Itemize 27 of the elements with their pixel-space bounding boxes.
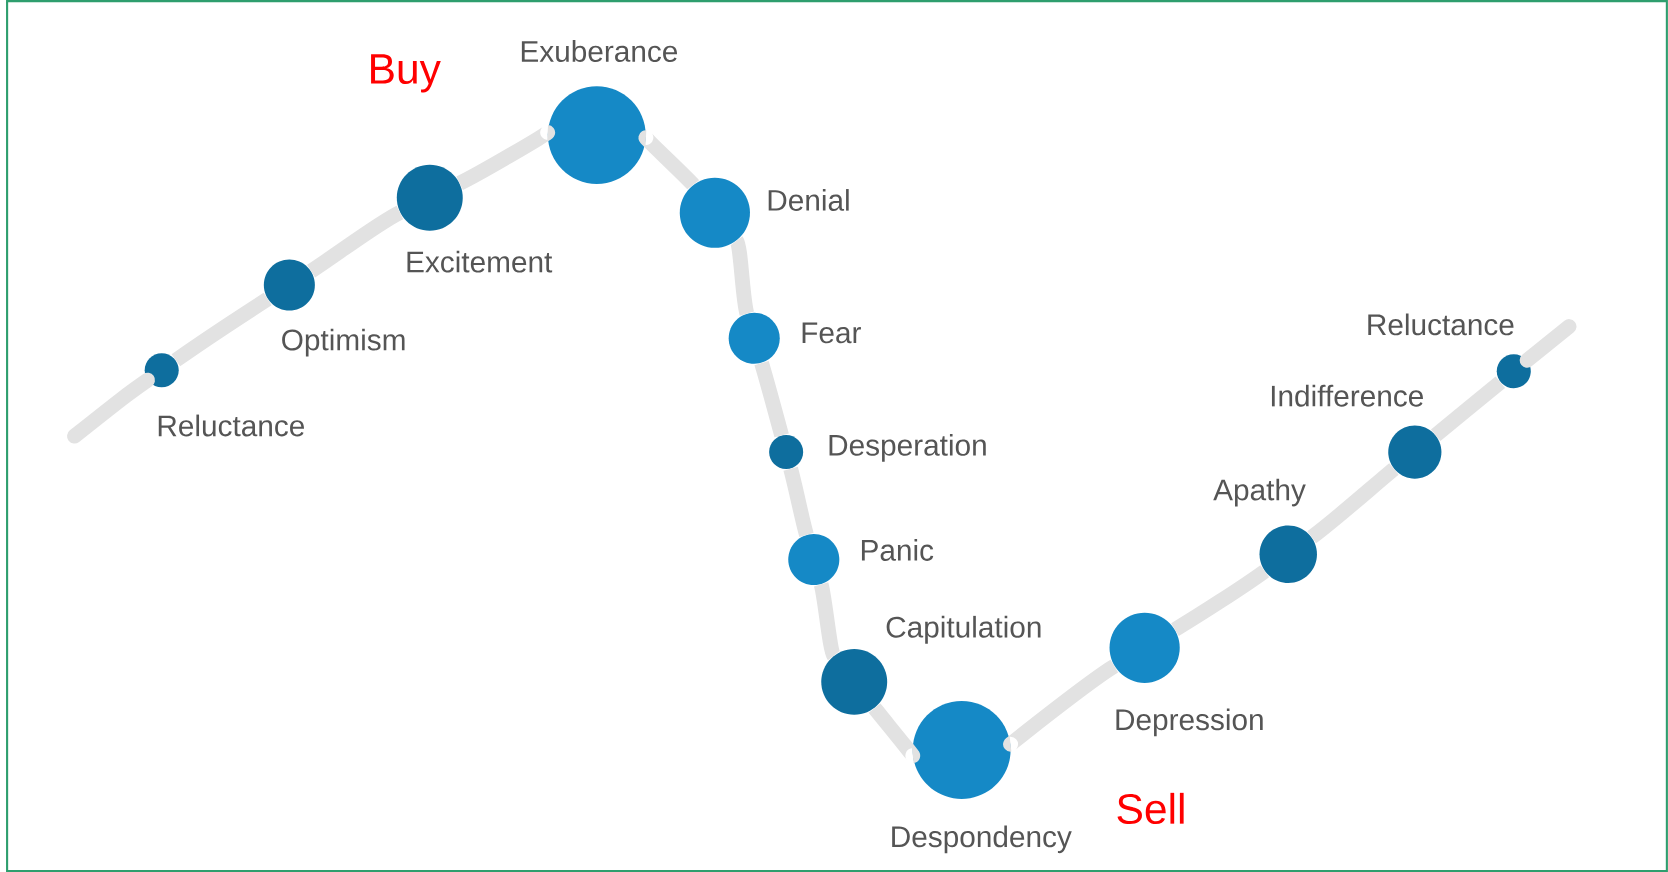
action-label: Sell — [1117, 792, 1184, 824]
track-line — [813, 582, 841, 659]
track-line — [783, 466, 814, 537]
track-line — [306, 205, 404, 278]
stage-label: Despondency — [892, 825, 1072, 854]
track-line — [171, 292, 272, 367]
stage-label: Apathy — [1213, 478, 1306, 507]
stage-label: Desperation — [829, 433, 986, 462]
track-line — [1431, 376, 1506, 441]
stage-label: Reluctance — [1368, 313, 1514, 336]
stage-label: Panic — [861, 538, 934, 561]
stage-label: Indifference — [1271, 384, 1423, 407]
stage-label: Reluctance — [158, 414, 304, 437]
action-label: Buy — [371, 54, 441, 93]
track-line — [1307, 463, 1399, 543]
track-line — [729, 237, 755, 316]
stage-label: Exuberance — [521, 40, 678, 62]
stage-label: Fear — [802, 322, 861, 344]
stage-label: Optimism — [282, 328, 405, 357]
stage-label: Excitement — [407, 250, 553, 273]
stage-label: Denial — [768, 188, 849, 211]
track-line — [1171, 565, 1270, 636]
track-line — [640, 132, 699, 190]
stage-label: Depression — [1116, 708, 1263, 737]
track-line — [754, 360, 789, 438]
track-line — [1005, 659, 1119, 750]
stage-label: Capitulation — [886, 615, 1041, 644]
